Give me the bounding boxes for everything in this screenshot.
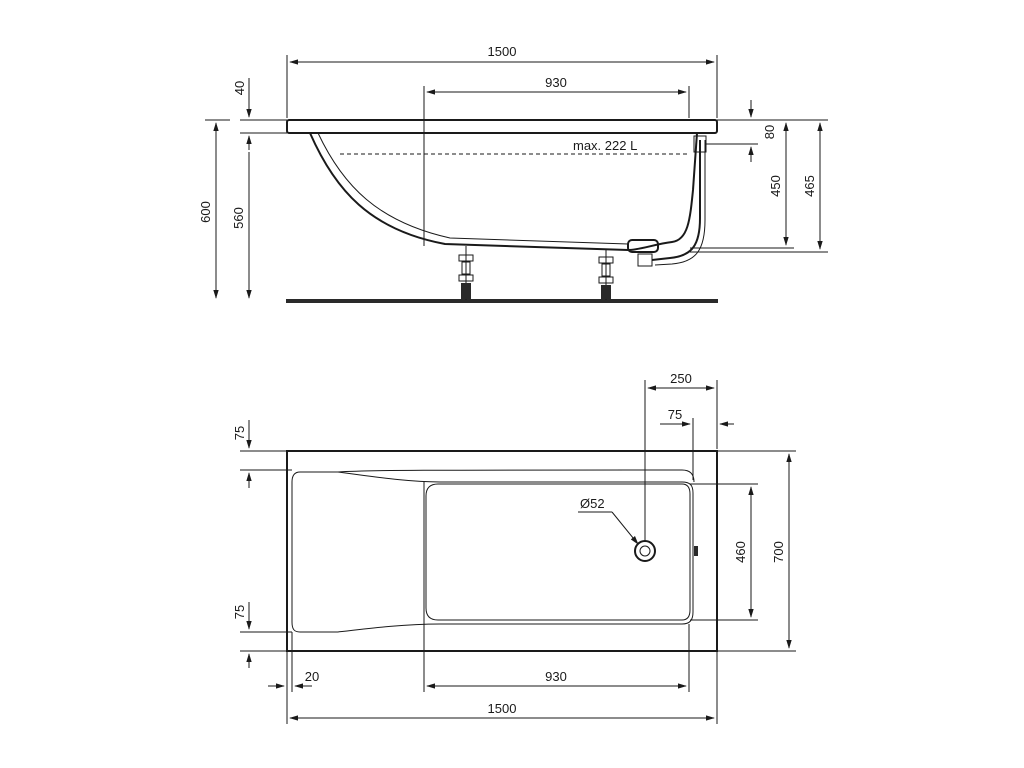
floor-line	[286, 299, 718, 303]
dim-rim-offset-label: 75	[668, 407, 682, 422]
capacity-label: max. 222 L	[573, 138, 637, 153]
dim-rim-top-label: 75	[232, 426, 247, 440]
dim-overflow-offset-label: 80	[762, 125, 777, 139]
dim-total-height-label: 600	[198, 201, 213, 223]
leg-right	[598, 250, 614, 300]
dim-length-label: 1500	[488, 44, 517, 59]
tub-bottom-area	[425, 483, 691, 621]
overflow-pipe	[651, 140, 701, 261]
dim-depth-outer-label: 465	[802, 175, 817, 197]
drain-diameter-label: Ø52	[580, 496, 605, 511]
overflow-pipe-inner	[654, 140, 706, 266]
leg-left	[458, 246, 474, 300]
drain-diameter-leader	[611, 511, 639, 545]
drain-inner	[639, 545, 651, 557]
dim-inner-length-label-top: 930	[545, 669, 567, 684]
dim-rim-bottom-label: 75	[232, 605, 247, 619]
dim-side-gap-label: 20	[305, 669, 319, 684]
tub-outline	[286, 450, 718, 652]
dim-inner-width-label: 460	[733, 541, 748, 563]
dim-drain-offset-label: 250	[670, 371, 692, 386]
tub-inner-top-edge	[337, 469, 695, 483]
dim-body-height-label: 560	[231, 207, 246, 229]
dim-depth-inner-label: 450	[768, 175, 783, 197]
top-view: Ø52 250 75 75 75 460 700	[232, 371, 796, 724]
side-view: 1500 930 max. 222 L 40 600 560 80	[198, 44, 828, 303]
dim-rim-height-label: 40	[232, 81, 247, 95]
drain-outlet	[637, 253, 653, 267]
tub-rim	[286, 119, 718, 134]
drain-trap	[627, 239, 659, 253]
overflow-marker	[694, 546, 698, 556]
tub-inner-wall	[317, 132, 629, 245]
dim-length-label-top: 1500	[488, 701, 517, 716]
tub-basin	[291, 471, 694, 633]
tub-body	[309, 132, 698, 252]
dim-width-label: 700	[771, 541, 786, 563]
dim-inner-length-label: 930	[545, 75, 567, 90]
